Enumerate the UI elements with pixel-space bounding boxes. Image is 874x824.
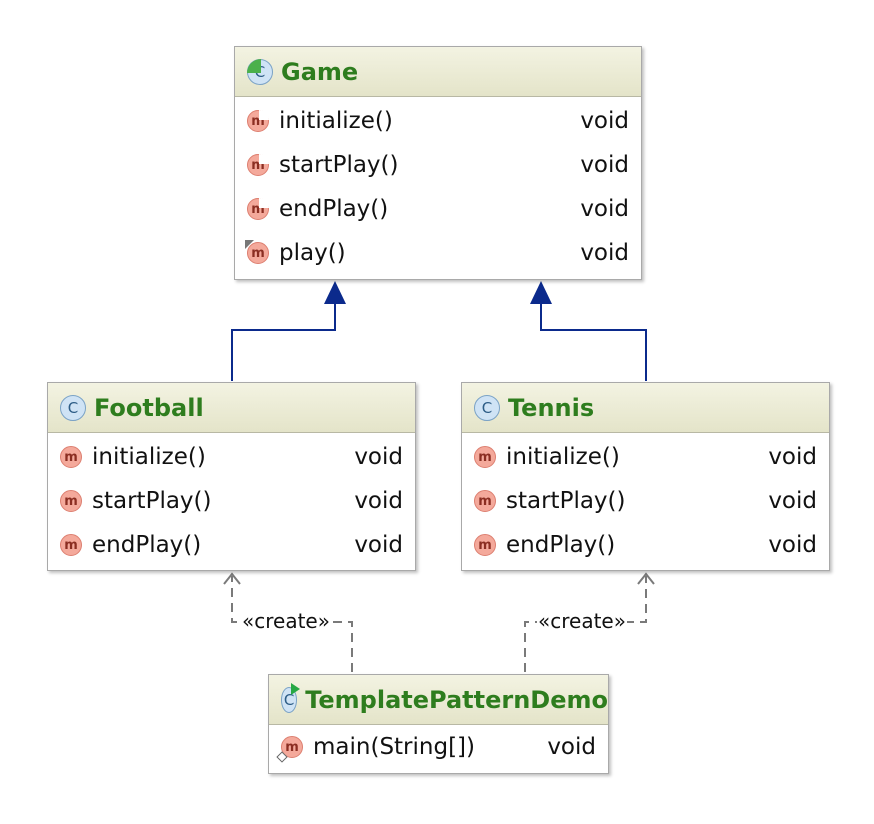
generalization-edge-tennis-game — [540, 300, 647, 381]
method-name: endPlay() — [506, 532, 616, 558]
class-tennis[interactable]: C Tennis m initialize() void m startPlay… — [461, 382, 830, 571]
method-return-type: void — [547, 734, 596, 760]
method-list: m initialize() void m startPlay() void m… — [48, 433, 415, 567]
method-return-type: void — [768, 488, 817, 514]
method-icon: m — [474, 490, 496, 512]
class-header-template-pattern-demo: C TemplatePatternDemo — [269, 675, 608, 725]
class-header-game: C Game — [235, 47, 641, 97]
method-list: m initialize() void m startPlay() void m… — [235, 97, 641, 275]
method-name: startPlay() — [279, 152, 399, 178]
method-name: initialize() — [92, 444, 206, 470]
method-row[interactable]: m initialize() void — [235, 99, 641, 143]
method-row[interactable]: m endPlay() void — [462, 523, 829, 567]
generalization-edge-football-game — [231, 300, 336, 381]
method-return-type: void — [580, 152, 629, 178]
generalization-arrowhead-game-left — [324, 281, 346, 304]
abstract-class-icon: C — [247, 58, 273, 85]
method-name: main(String[]) — [313, 734, 475, 760]
class-game[interactable]: C Game m initialize() void m startPlay()… — [234, 46, 642, 280]
method-name: endPlay() — [279, 196, 389, 222]
method-row[interactable]: m startPlay() void — [235, 143, 641, 187]
class-name: Tennis — [508, 393, 595, 422]
dependency-arrowhead-football — [223, 572, 241, 585]
class-template-pattern-demo[interactable]: C TemplatePatternDemo m main(String[]) v… — [268, 674, 609, 774]
method-row[interactable]: m initialize() void — [462, 435, 829, 479]
method-row[interactable]: m play() void — [235, 231, 641, 275]
method-name: initialize() — [506, 444, 620, 470]
generalization-arrowhead-game-right — [530, 281, 552, 304]
method-name: initialize() — [279, 108, 393, 134]
method-list: m main(String[]) void — [269, 725, 608, 769]
method-return-type: void — [354, 488, 403, 514]
dependency-arrowhead-tennis — [637, 572, 655, 585]
method-return-type: void — [354, 444, 403, 470]
method-row[interactable]: m endPlay() void — [48, 523, 415, 567]
runnable-class-icon: C — [281, 682, 301, 713]
method-row[interactable]: m startPlay() void — [48, 479, 415, 523]
method-name: startPlay() — [92, 488, 212, 514]
method-icon: m — [60, 490, 82, 512]
method-row[interactable]: m initialize() void — [48, 435, 415, 479]
method-icon: m — [60, 534, 82, 556]
method-name: play() — [279, 240, 346, 266]
create-label-tennis: «create» — [537, 609, 627, 633]
abstract-method-icon: m — [247, 154, 269, 176]
static-method-icon: m — [276, 736, 303, 763]
method-name: endPlay() — [92, 532, 202, 558]
abstract-method-icon: m — [247, 110, 269, 132]
method-list: m initialize() void m startPlay() void m… — [462, 433, 829, 567]
create-label-football: «create» — [241, 609, 331, 633]
class-header-tennis: C Tennis — [462, 383, 829, 433]
method-icon: m — [60, 446, 82, 468]
class-icon: C — [60, 394, 86, 421]
method-return-type: void — [580, 196, 629, 222]
method-name: startPlay() — [506, 488, 626, 514]
method-return-type: void — [768, 532, 817, 558]
method-icon: m — [474, 534, 496, 556]
class-header-football: C Football — [48, 383, 415, 433]
method-icon: m — [474, 446, 496, 468]
class-name: Football — [94, 393, 204, 422]
class-football[interactable]: C Football m initialize() void m startPl… — [47, 382, 416, 571]
class-name: Game — [281, 57, 359, 86]
abstract-method-icon: m — [247, 198, 269, 220]
method-return-type: void — [354, 532, 403, 558]
class-name: TemplatePatternDemo — [305, 685, 608, 714]
method-return-type: void — [580, 108, 629, 134]
method-return-type: void — [768, 444, 817, 470]
final-method-icon: m — [245, 240, 269, 264]
method-row[interactable]: m endPlay() void — [235, 187, 641, 231]
method-row[interactable]: m startPlay() void — [462, 479, 829, 523]
method-row[interactable]: m main(String[]) void — [269, 725, 608, 769]
method-return-type: void — [580, 240, 629, 266]
class-icon: C — [474, 394, 500, 421]
